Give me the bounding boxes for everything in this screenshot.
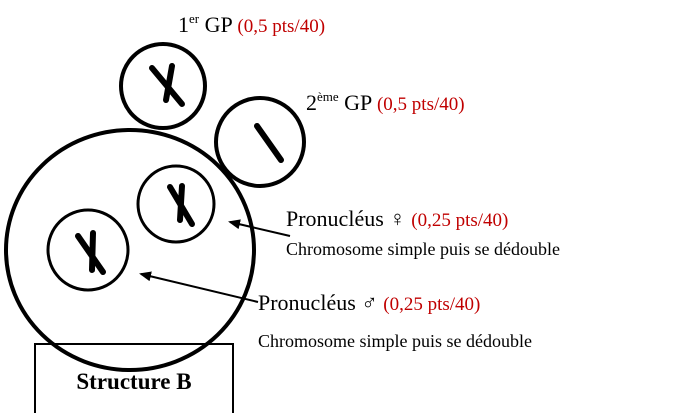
male-pronucleus-label: Pronucléus ♂ (0,25 pts/40) (258, 290, 481, 315)
second-polar-body (214, 96, 306, 188)
second-polar-body-chromosome (254, 123, 284, 163)
gp1-points: (0,5 pts/40) (237, 16, 326, 37)
female-pronucleus-chromosome (167, 183, 195, 227)
first-polar-body-label: 1er GP (0,5 pts/40) (178, 11, 326, 37)
female-pronucleus (136, 164, 216, 244)
gp2-number: 2 (306, 90, 317, 115)
male-pronucleus-title: Pronucléus ♂ (258, 290, 384, 315)
egg-cell (4, 128, 256, 372)
gp1-superscript: er (189, 11, 200, 26)
structure-box: Structure B (34, 343, 234, 413)
first-polar-body (119, 42, 207, 130)
structure-title: Structure B (76, 369, 192, 394)
gp2-points: (0,5 pts/40) (376, 94, 465, 115)
female-pronucleus-title: Pronucléus ♀ (286, 206, 412, 231)
male-pronucleus-description: Chromosome simple puis se dédouble (258, 331, 532, 351)
female-pronucleus-points: (0,25 pts/40) (411, 210, 509, 231)
gp2-text: GP (338, 90, 377, 115)
gp2-superscript: ème (317, 89, 339, 104)
first-polar-body-chromosome (149, 63, 185, 107)
gp1-text: GP (199, 12, 238, 37)
male-pronucleus-points: (0,25 pts/40) (383, 294, 481, 315)
female-pronucleus-label: Pronucléus ♀ (0,25 pts/40) (286, 206, 509, 231)
male-pronucleus-chromosome (75, 230, 106, 275)
gp1-number: 1 (178, 12, 189, 37)
male-pronucleus (46, 208, 130, 292)
male-pronucleus-arrow (139, 271, 259, 303)
second-polar-body-label: 2ème GP (0,5 pts/40) (306, 89, 465, 115)
female-pronucleus-description: Chromosome simple puis se dédouble (286, 239, 560, 259)
female-pronucleus-arrow (228, 219, 291, 237)
